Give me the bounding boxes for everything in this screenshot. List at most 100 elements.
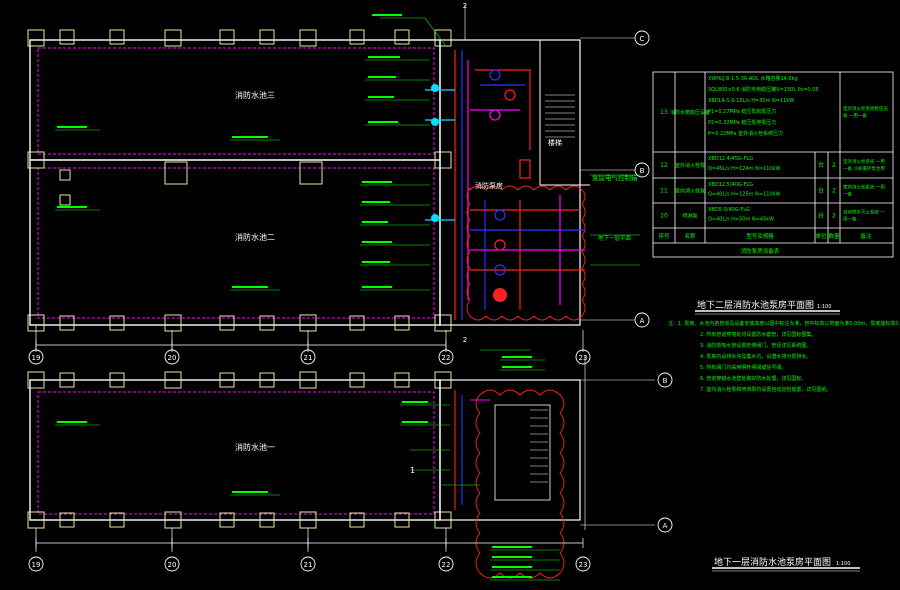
lower-plan-scale: 1:100 [836, 561, 850, 567]
table-row-spec: Q=45L/s H=124m N=110kW [708, 166, 780, 172]
table-row-note: 室内消火栓系统 一用 [843, 184, 885, 191]
title-underlines [695, 310, 860, 572]
tank1-label: 消防水池一 [235, 442, 275, 452]
table-row-note-cont: 一备 冷却循环泵合用 [843, 165, 885, 172]
grid-col-20-upper-label: 20 [168, 354, 177, 362]
table-header-spec: 型号及规格 [746, 232, 774, 240]
grid-row-B-lower-bubble [657, 372, 673, 388]
pump-symbols [431, 69, 531, 302]
table-header-unit: 单位 [815, 232, 827, 240]
lower-plan-title: 地下一层消防水池泵房平面图 [714, 556, 831, 568]
design-note: 注：1. 泵房、水池内各管道及设备安装高度以图中标注为准，管中标高以地面为准0.… [668, 320, 900, 327]
grid-row-C-upper-bubble [634, 30, 650, 46]
pump-room-wall [439, 39, 581, 326]
table-footer: 消防泵房设备表 [741, 247, 780, 255]
lower-mark-1: 1 [410, 466, 415, 475]
table-row-name: 消防水箱稳压设备 [670, 109, 710, 116]
grid-col-23-lower-bubble [575, 556, 591, 572]
equipment-table-frame [652, 71, 894, 258]
tank1-outline [37, 391, 435, 515]
grid-col-22-lower-label: 22 [442, 561, 451, 569]
grid-row-A-lower-label: A [663, 522, 668, 530]
table-row-spec: XBDL4-S.0-15L/s H=30m N=11kW [708, 98, 794, 104]
tank3-outline [37, 47, 435, 155]
grid-row-B-upper-bubble [634, 162, 650, 178]
lower-stair [494, 404, 551, 501]
table-row-spec: XBD12.5/40G-FLG [708, 182, 753, 188]
grid-col-21-lower-label: 21 [304, 561, 313, 569]
design-note: 7. 室内消火栓泵和喷淋泵均设置自动巡检装置，详见图纸。 [700, 386, 831, 393]
grid-col-19-upper-label: 19 [32, 354, 41, 362]
table-row-note: 室外消火栓系统 一用 [843, 158, 885, 165]
table-row-note: 室外消火栓系统稳压设 [843, 105, 888, 112]
upper-plan-title: 地下二层消防水池泵房平面图 [697, 299, 814, 311]
mid-mark: 2 [463, 336, 467, 344]
table-row-spec: XBD5.0/40G-FLG [708, 207, 750, 213]
upper-plan [27, 5, 640, 352]
stair-treads [545, 94, 575, 138]
lower-leaders [55, 359, 560, 581]
lower-dimension [35, 528, 584, 552]
table-row-spec: Q=40L/s H=125m N=110kW [708, 192, 780, 198]
pump-room-pipes [425, 50, 585, 320]
grid-col-21-upper-label: 21 [304, 354, 313, 362]
table-row-unit: 台 [818, 161, 824, 169]
lower-stair-treads [530, 409, 548, 483]
grid-row-C-upper-label: C [640, 35, 645, 43]
table-row-qty: 2 [832, 162, 836, 169]
upper-leaders [55, 17, 640, 351]
grid-col-19-lower-label: 19 [32, 561, 41, 569]
table-row-qty: 2 [832, 213, 836, 220]
tank2-outline [37, 167, 435, 319]
upper-grid-axes [464, 5, 635, 321]
table-row-unit: 台 [818, 212, 824, 220]
grid-row-A-upper-label: A [640, 317, 645, 325]
stair-label: 楼梯 [548, 138, 562, 147]
grid-row-B-upper-label: B [640, 167, 645, 175]
grid-col-22-upper-bubble [438, 349, 454, 365]
lower-plan [27, 355, 655, 581]
grid-col-19-upper-bubble [28, 349, 44, 365]
table-row-note-cont: 用一备 [843, 216, 857, 223]
grid-row-B-lower-label: B [663, 377, 668, 385]
table-row-spec: P2=0.32MPa 稳压泵停泵压力 [708, 119, 776, 126]
table-row-name: 室内消火栓泵 [675, 188, 705, 195]
tank3-label: 消防水池三 [235, 90, 275, 100]
grid-col-20-lower-bubble [164, 556, 180, 572]
design-note: 5. 所有阀门均采用明杆闸阀或信号阀。 [700, 364, 786, 371]
table-header-note: 备注 [860, 232, 872, 240]
grid-col-21-lower-bubble [300, 556, 316, 572]
table-row-no: 11 [660, 188, 668, 195]
table-row-no: 13 [660, 109, 668, 116]
grid-col-21-upper-bubble [300, 349, 316, 365]
top-mark: 2 [463, 2, 467, 10]
grid-col-19-lower-bubble [28, 556, 44, 572]
table-row-unit: 台 [818, 187, 824, 195]
table-row-qty: 2 [832, 188, 836, 195]
upper-plan-scale: 1:100 [817, 304, 831, 310]
revision-cloud-lower [475, 389, 565, 579]
table-row-no: 12 [660, 162, 668, 169]
table-row-spec: SQL800×0.6 消防专用稳压罐V=150L Ps=0.05 [708, 86, 819, 93]
elec-box-label: 泵房电气控制箱 [592, 173, 638, 182]
upper-dimension [35, 325, 584, 352]
table-row-spec: Q=40L/s H=50m N=45kW [708, 217, 774, 223]
tank2-label: 消防水池二 [235, 232, 275, 242]
design-note: 6. 管道穿越水池壁处做好防水处理，详见国标。 [700, 375, 806, 382]
grid-col-22-upper-label: 22 [442, 354, 451, 362]
table-row-name: 室外消火栓泵 [675, 162, 705, 169]
table-row-spec: XWHLJ-8-1.5-30-ADL 水箱容量14.6kg [708, 75, 798, 82]
table-row-no: 10 [660, 213, 668, 220]
upper-columns [27, 29, 452, 332]
design-note: 3. 消防泵吸水管设置检修阀门，管径详见系统图。 [700, 342, 811, 349]
grid-col-20-lower-label: 20 [168, 561, 177, 569]
design-note: 2. 所有管道穿墙处均设置防水套管，详见国标图集。 [700, 331, 816, 338]
table-row-spec: P1=0.27MPa 稳压泵启泵压力 [708, 108, 776, 115]
lower-pipes [454, 390, 490, 510]
grid-col-23-upper-label: 23 [579, 354, 588, 362]
table-row-spec: XBD12.4/45G-FLG [708, 156, 753, 162]
table-row-spec: P=0.22MPa 室外消火栓系统压力 [708, 130, 783, 137]
lower-annotation-ticks [57, 356, 532, 578]
table-row-note-cont: 备 一用一备 [843, 112, 867, 119]
